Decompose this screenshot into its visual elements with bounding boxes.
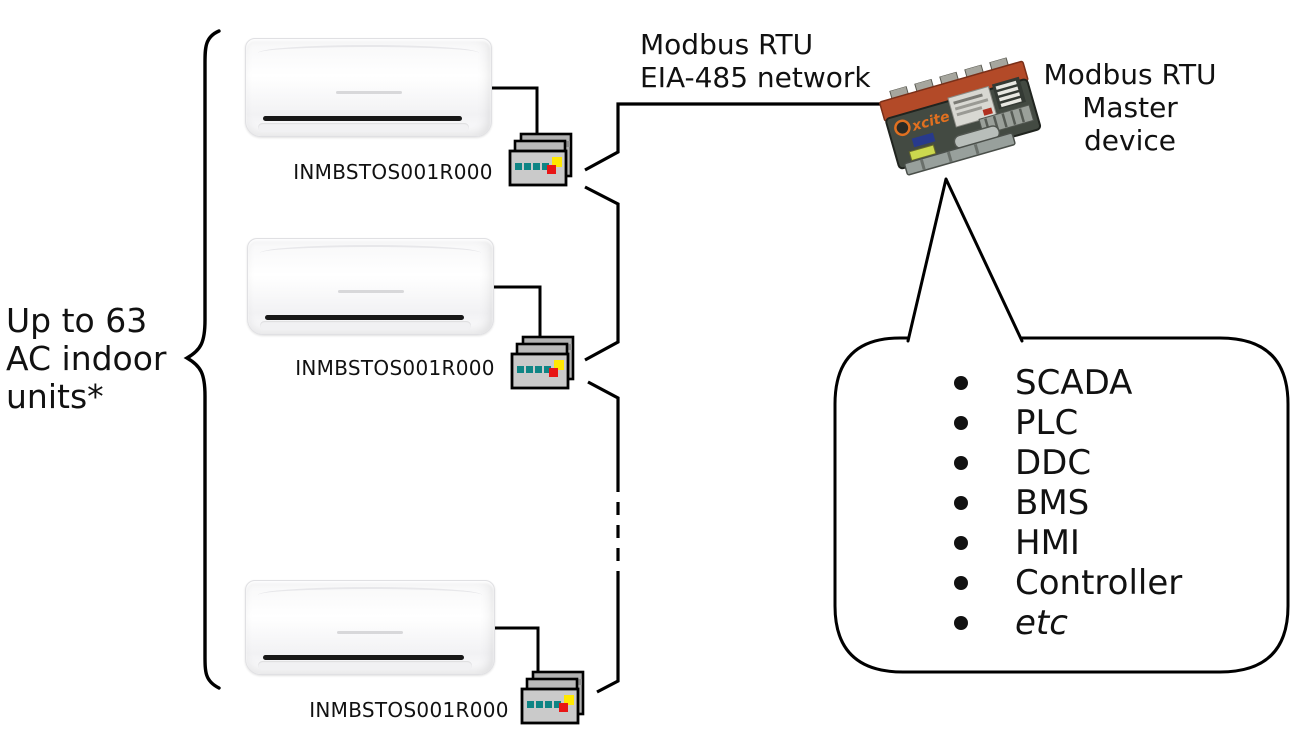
network-label: Modbus RTU EIA-485 network bbox=[640, 28, 871, 94]
master-label-line: device bbox=[1084, 124, 1176, 157]
ac-indoor-unit bbox=[247, 238, 494, 335]
bubble-item: BMS bbox=[945, 483, 1182, 523]
master-label-line: Modbus RTU bbox=[1043, 58, 1217, 91]
bubble-item: HMI bbox=[945, 523, 1182, 563]
ac-indoor-unit bbox=[245, 38, 492, 137]
annotation-line: Up to 63 bbox=[6, 301, 148, 340]
gateway-model-label: INMBSTOS001R000 bbox=[295, 356, 495, 380]
ac-indoor-unit bbox=[245, 580, 495, 675]
annotation-line: AC indoor bbox=[6, 339, 167, 378]
gateway-model-label: INMBSTOS001R000 bbox=[309, 698, 509, 722]
network-label-line: Modbus RTU bbox=[640, 28, 814, 61]
annotation-line: units* bbox=[6, 377, 104, 416]
units-count-annotation: Up to 63 AC indoor units* bbox=[6, 302, 167, 416]
bubble-item: DDC bbox=[945, 443, 1182, 483]
bubble-item: SCADA bbox=[945, 363, 1182, 403]
master-device-image: xcite bbox=[879, 56, 1042, 176]
gateway-device-icon bbox=[508, 132, 573, 187]
curly-brace bbox=[183, 29, 221, 690]
gateway-model-label: INMBSTOS001R000 bbox=[293, 160, 493, 184]
network-label-line: EIA-485 network bbox=[640, 61, 871, 94]
master-device-label: Modbus RTU Master device bbox=[1038, 58, 1222, 157]
bubble-item: Controller bbox=[945, 563, 1182, 603]
master-label-line: Master bbox=[1082, 91, 1178, 124]
bubble-item: etc bbox=[945, 603, 1182, 643]
gateway-device-icon bbox=[510, 335, 575, 390]
master-types-list: SCADA PLC DDC BMS HMI Controller etc bbox=[945, 363, 1182, 643]
gateway-device-icon bbox=[520, 670, 585, 725]
bubble-item: PLC bbox=[945, 403, 1182, 443]
